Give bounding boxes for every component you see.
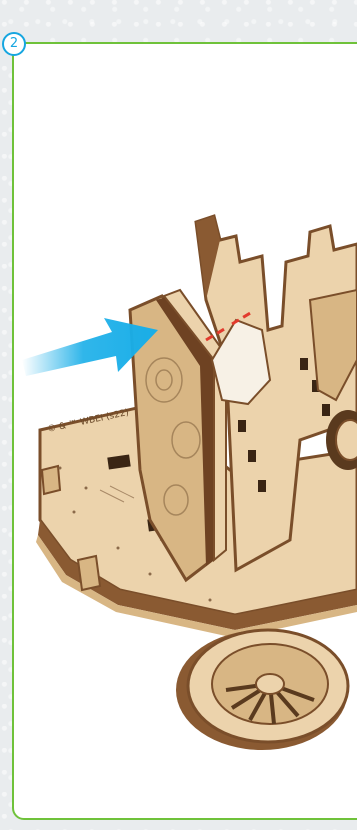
wheel bbox=[176, 630, 348, 750]
